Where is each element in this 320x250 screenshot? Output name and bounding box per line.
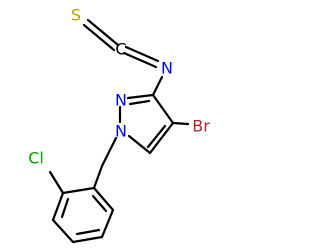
bond-c4-br xyxy=(171,121,190,126)
atom-nitrogen-ring-1: N xyxy=(115,122,127,141)
atom-sulfur: S xyxy=(71,6,81,25)
molecule-diagram: S C N N N Br Cl xyxy=(28,6,210,244)
bond-s-c-b xyxy=(82,23,116,52)
bond-n2-c3-b xyxy=(128,99,151,106)
atom-nitrogen-ring-2: N xyxy=(115,91,127,110)
bond-n-c3 xyxy=(151,75,164,97)
bond-b6-cl xyxy=(48,170,65,195)
atom-chlorine: Cl xyxy=(28,149,44,168)
bond-b1-b2-inner xyxy=(91,194,108,213)
bond-b1-b2 xyxy=(92,186,115,212)
bond-b5-b6 xyxy=(51,191,65,222)
atom-nitrogen-isothiocyanate: N xyxy=(161,59,173,78)
atom-carbon-isothiocyanate: C xyxy=(115,40,126,59)
bond-c4-c5-inner xyxy=(146,124,167,149)
bond-b2-b3 xyxy=(100,208,115,239)
bond-b5-b6-inner xyxy=(60,197,70,219)
atom-bromine: Br xyxy=(192,117,210,136)
bond-c5-n1 xyxy=(127,134,152,155)
bond-b6-b1 xyxy=(61,186,96,195)
bond-n2-c3-a xyxy=(126,93,155,100)
bond-b3-b4 xyxy=(71,235,104,244)
bond-b3-b4-inner xyxy=(75,228,101,236)
bond-s-c-a xyxy=(86,18,120,47)
bond-c-n-b xyxy=(122,51,158,69)
structure-svg: S C N N N Br Cl xyxy=(28,6,210,244)
bond-b4-b5 xyxy=(51,218,75,244)
bond-c-n-a xyxy=(124,45,160,63)
bond-n1-ch2 xyxy=(100,136,118,168)
bond-c3-c4 xyxy=(151,93,175,125)
bond-c4-c5 xyxy=(148,121,175,155)
bond-ch2-ring xyxy=(92,164,104,190)
